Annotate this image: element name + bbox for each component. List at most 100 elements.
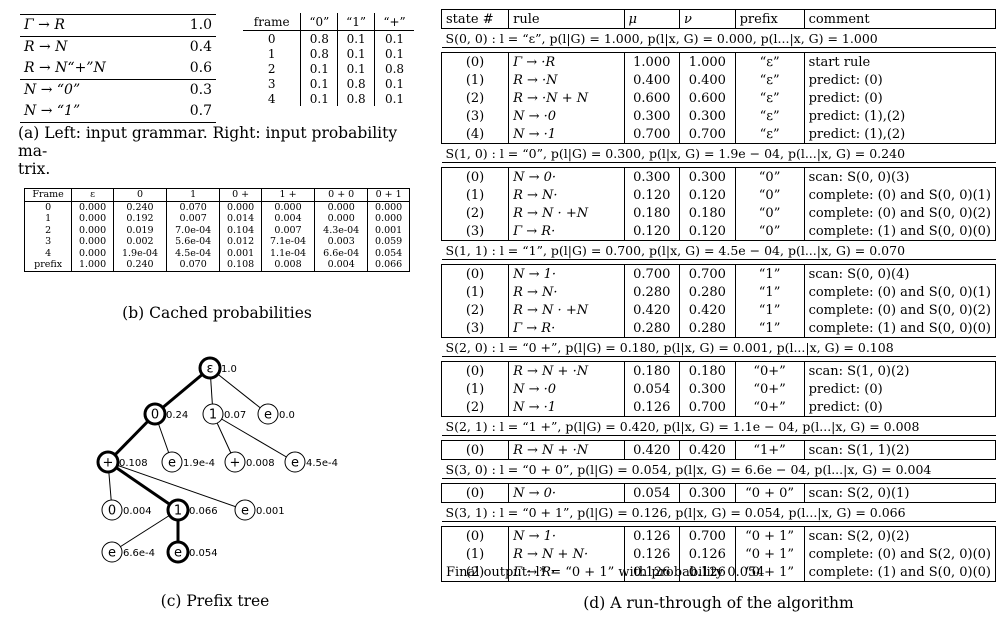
state-cell: 0.420 <box>623 440 681 460</box>
state-cell: 0.300 <box>623 107 681 125</box>
state-cell: (4) <box>440 125 510 144</box>
state-cell: R → N + ·N <box>508 440 625 460</box>
state-cell: “0” <box>734 222 805 241</box>
cached-cell: 0.007 <box>166 213 221 225</box>
matrix-cell: 0.1 <box>337 30 375 46</box>
state-cell: “0+” <box>734 361 805 380</box>
tree-node-circle <box>202 403 224 425</box>
cached-cell: 0.240 <box>112 201 168 213</box>
tree-node-label: + <box>230 456 241 471</box>
cached-cell: 0.059 <box>367 236 410 248</box>
tree-node-circle <box>284 451 306 473</box>
state-cell: 0.126 <box>623 563 681 582</box>
tree-node-value: 0.054 <box>189 548 218 559</box>
state-cell: predict: (0) <box>803 89 997 107</box>
matrix-cell: 0.1 <box>374 91 414 106</box>
run-header: μ <box>623 9 681 29</box>
matrix-cell: 0.1 <box>374 76 414 91</box>
state-cell: 0.126 <box>623 526 681 545</box>
tree-node-circle <box>161 451 183 473</box>
cached-header: Frame <box>23 188 73 202</box>
state-cell: 0.700 <box>679 398 736 417</box>
caption-c: (c) Prefix tree <box>160 592 270 610</box>
state-cell: “1” <box>734 319 805 338</box>
cached-header: 0 <box>112 188 168 202</box>
state-cell: 0.054 <box>623 380 681 398</box>
tree-node-circle <box>143 402 167 426</box>
tree-node-value: 0.07 <box>224 410 246 421</box>
tree-node-label: e <box>264 408 272 423</box>
state-cell: 0.180 <box>623 361 681 380</box>
state-cell: complete: (0) and S(0, 0)(2) <box>803 301 997 319</box>
state-cell: “0 + 0” <box>734 483 805 503</box>
tree-node-value: 0.0 <box>279 410 295 421</box>
matrix-cell: 2 <box>267 61 276 76</box>
state-cell: (1) <box>440 380 510 398</box>
run-header: ν <box>679 9 736 29</box>
state-cell: “1” <box>734 264 805 283</box>
state-cell: (2) <box>440 398 510 417</box>
state-cell: R → ·N <box>508 71 625 89</box>
tree-node-value: 1.0 <box>221 364 237 375</box>
cached-header: 1 <box>166 188 221 202</box>
state-cell: (0) <box>440 483 510 503</box>
cached-header: 0 + 1 <box>367 188 410 202</box>
tree-node-circle <box>96 450 120 474</box>
state-cell: N → ·0 <box>508 380 625 398</box>
state-cell: R → N · +N <box>508 301 625 319</box>
cached-cell: 5.6e-04 <box>166 236 221 248</box>
state-cell: Γ → R· <box>508 319 625 338</box>
matrix-cell: 0.8 <box>374 61 414 76</box>
state-cell: 0.120 <box>623 186 681 204</box>
grammar-prob: 0.7 <box>166 101 216 123</box>
state-cell: predict: (1),(2) <box>803 107 997 125</box>
cached-cell: 2 <box>23 224 73 236</box>
state-cell: (0) <box>440 361 510 380</box>
tree-node-label: 0 <box>151 408 159 423</box>
caption-a: (a) Left: input grammar. Right: input pr… <box>18 124 418 178</box>
state-cell: 0.120 <box>679 186 736 204</box>
cached-cell: 0.000 <box>260 201 316 213</box>
state-title: S(3, 1) : l = “0 + 1”, p(l|G) = 0.126, p… <box>441 502 996 522</box>
tree-node-value: 6.6e-4 <box>123 548 155 559</box>
state-cell: “1” <box>734 283 805 301</box>
cached-cell: 0.000 <box>71 236 114 248</box>
state-cell: “1+” <box>734 440 805 460</box>
cached-cell: 0.000 <box>71 201 114 213</box>
state-cell: R → N + ·N <box>508 361 625 380</box>
state-title-row: S(1, 0) : l = “0”, p(l|G) = 0.300, p(l|x… <box>441 143 996 163</box>
state-cell: (0) <box>440 52 510 71</box>
tree-node-value: 0.001 <box>256 506 285 517</box>
state-cell: scan: S(1, 1)(2) <box>803 440 997 460</box>
run-header: rule <box>508 9 625 29</box>
state-cell: predict: (0) <box>803 398 997 417</box>
state-cell: (0) <box>440 526 510 545</box>
cached-cell: 0.019 <box>112 224 168 236</box>
cached-cell: 0.000 <box>71 247 114 259</box>
matrix-header: “1” <box>337 13 375 31</box>
tree-node-value: 0.008 <box>246 458 275 469</box>
cached-cell: 1.000 <box>71 259 114 272</box>
cached-cell: 0.000 <box>367 213 410 225</box>
state-cell: (0) <box>440 440 510 460</box>
run-header: state # <box>440 9 510 29</box>
state-cell: 0.400 <box>679 71 736 89</box>
state-cell: R → N· <box>508 283 625 301</box>
tree-edge <box>107 460 179 512</box>
state-cell: (2) <box>440 89 510 107</box>
cached-cell: 1.9e-04 <box>112 247 168 259</box>
matrix-cell: 3 <box>267 76 276 91</box>
tree-node-circle <box>101 541 123 563</box>
